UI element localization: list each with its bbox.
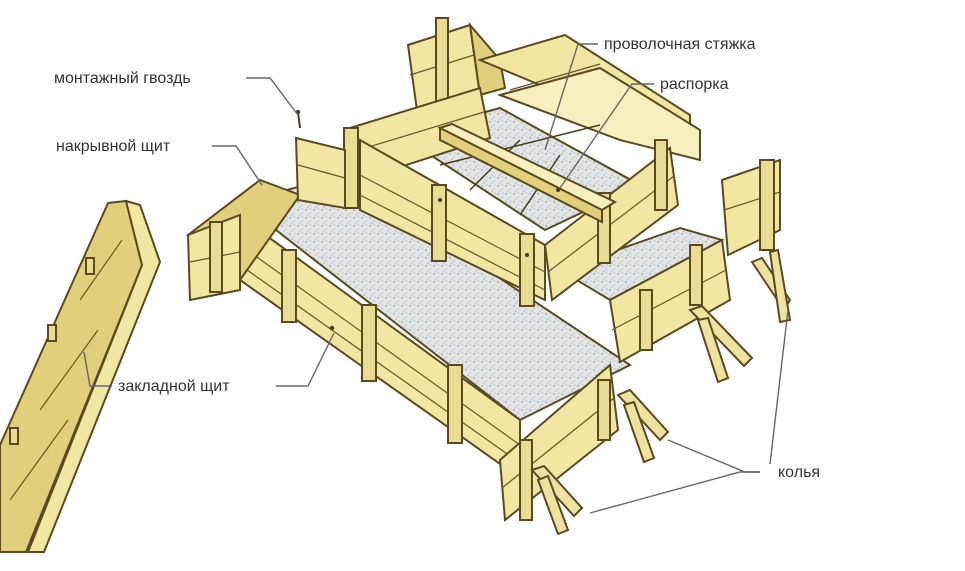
right-side-wall [608, 158, 781, 364]
lower-left-end [185, 136, 346, 302]
leader-lines [83, 43, 789, 514]
spacer-bar [437, 122, 618, 224]
label-cover-panel: накрывной щит [56, 138, 171, 155]
label-wire-tie: проволочная стяжка [604, 36, 756, 53]
label-stakes: колья [778, 464, 820, 481]
lower-right-end [498, 363, 620, 522]
label-embedded-panel: закладной щит [118, 378, 230, 395]
upper-box [343, 86, 680, 307]
loose-embedded-panel [0, 199, 162, 553]
label-mounting-nail: монтажный гвоздь [54, 70, 191, 87]
stakes [530, 248, 792, 536]
label-spacer: распорка [660, 76, 729, 93]
